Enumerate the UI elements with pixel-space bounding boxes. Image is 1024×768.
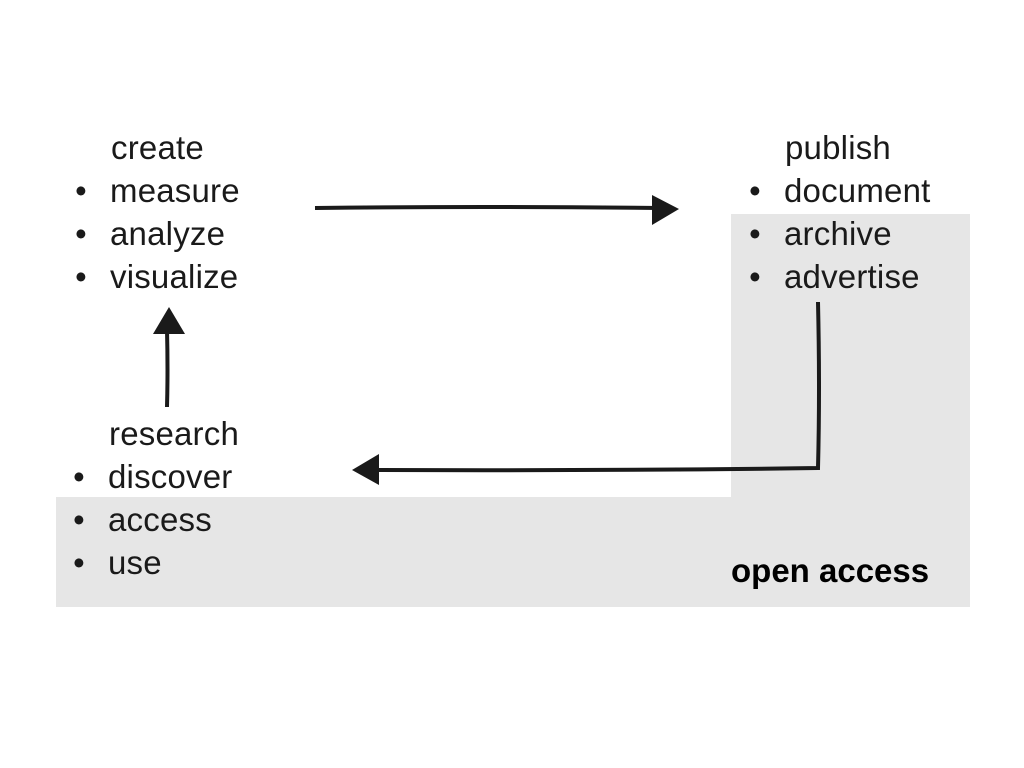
- arrow-line: [314, 205, 661, 210]
- create-group: create •measure •analyze •visualize: [74, 126, 240, 298]
- bullet-icon: •: [73, 458, 85, 495]
- arrow-publish-to-research: [352, 301, 821, 485]
- list-item: •advertise: [748, 255, 931, 298]
- bullet-icon: •: [73, 544, 85, 581]
- bullet-icon: •: [749, 172, 761, 209]
- open-access-region-shape: [56, 214, 970, 607]
- arrow-head-left: [352, 454, 379, 485]
- create-heading: create: [111, 129, 204, 166]
- bullet-icon: •: [75, 215, 87, 252]
- arrow-line: [165, 329, 170, 408]
- list-item: •analyze: [74, 212, 240, 255]
- arrow-line: [369, 301, 821, 473]
- list-item: •visualize: [74, 255, 240, 298]
- bullet-icon: •: [749, 258, 761, 295]
- research-group: research •discover •access •use: [72, 412, 239, 584]
- list-item: •access: [72, 498, 239, 541]
- list-item: •archive: [748, 212, 931, 255]
- open-access-label: open access: [731, 552, 930, 589]
- bullet-icon: •: [75, 172, 87, 209]
- arrow-head-up: [153, 307, 185, 334]
- publish-list: •document •archive •advertise: [748, 169, 931, 298]
- bullet-icon: •: [73, 501, 85, 538]
- create-list: •measure •analyze •visualize: [74, 169, 240, 298]
- list-item: •discover: [72, 455, 239, 498]
- bullet-icon: •: [75, 258, 87, 295]
- publish-heading: publish: [785, 129, 891, 166]
- bullet-icon: •: [749, 215, 761, 252]
- list-item: •measure: [74, 169, 240, 212]
- research-heading: research: [109, 415, 239, 452]
- arrow-create-to-publish: [314, 195, 679, 225]
- arrow-research-to-create: [153, 307, 185, 408]
- list-item: •document: [748, 169, 931, 212]
- publish-group: publish •document •archive •advertise: [748, 126, 931, 298]
- research-list: •discover •access •use: [72, 455, 239, 584]
- list-item: •use: [72, 541, 239, 584]
- arrow-head-right: [652, 195, 679, 225]
